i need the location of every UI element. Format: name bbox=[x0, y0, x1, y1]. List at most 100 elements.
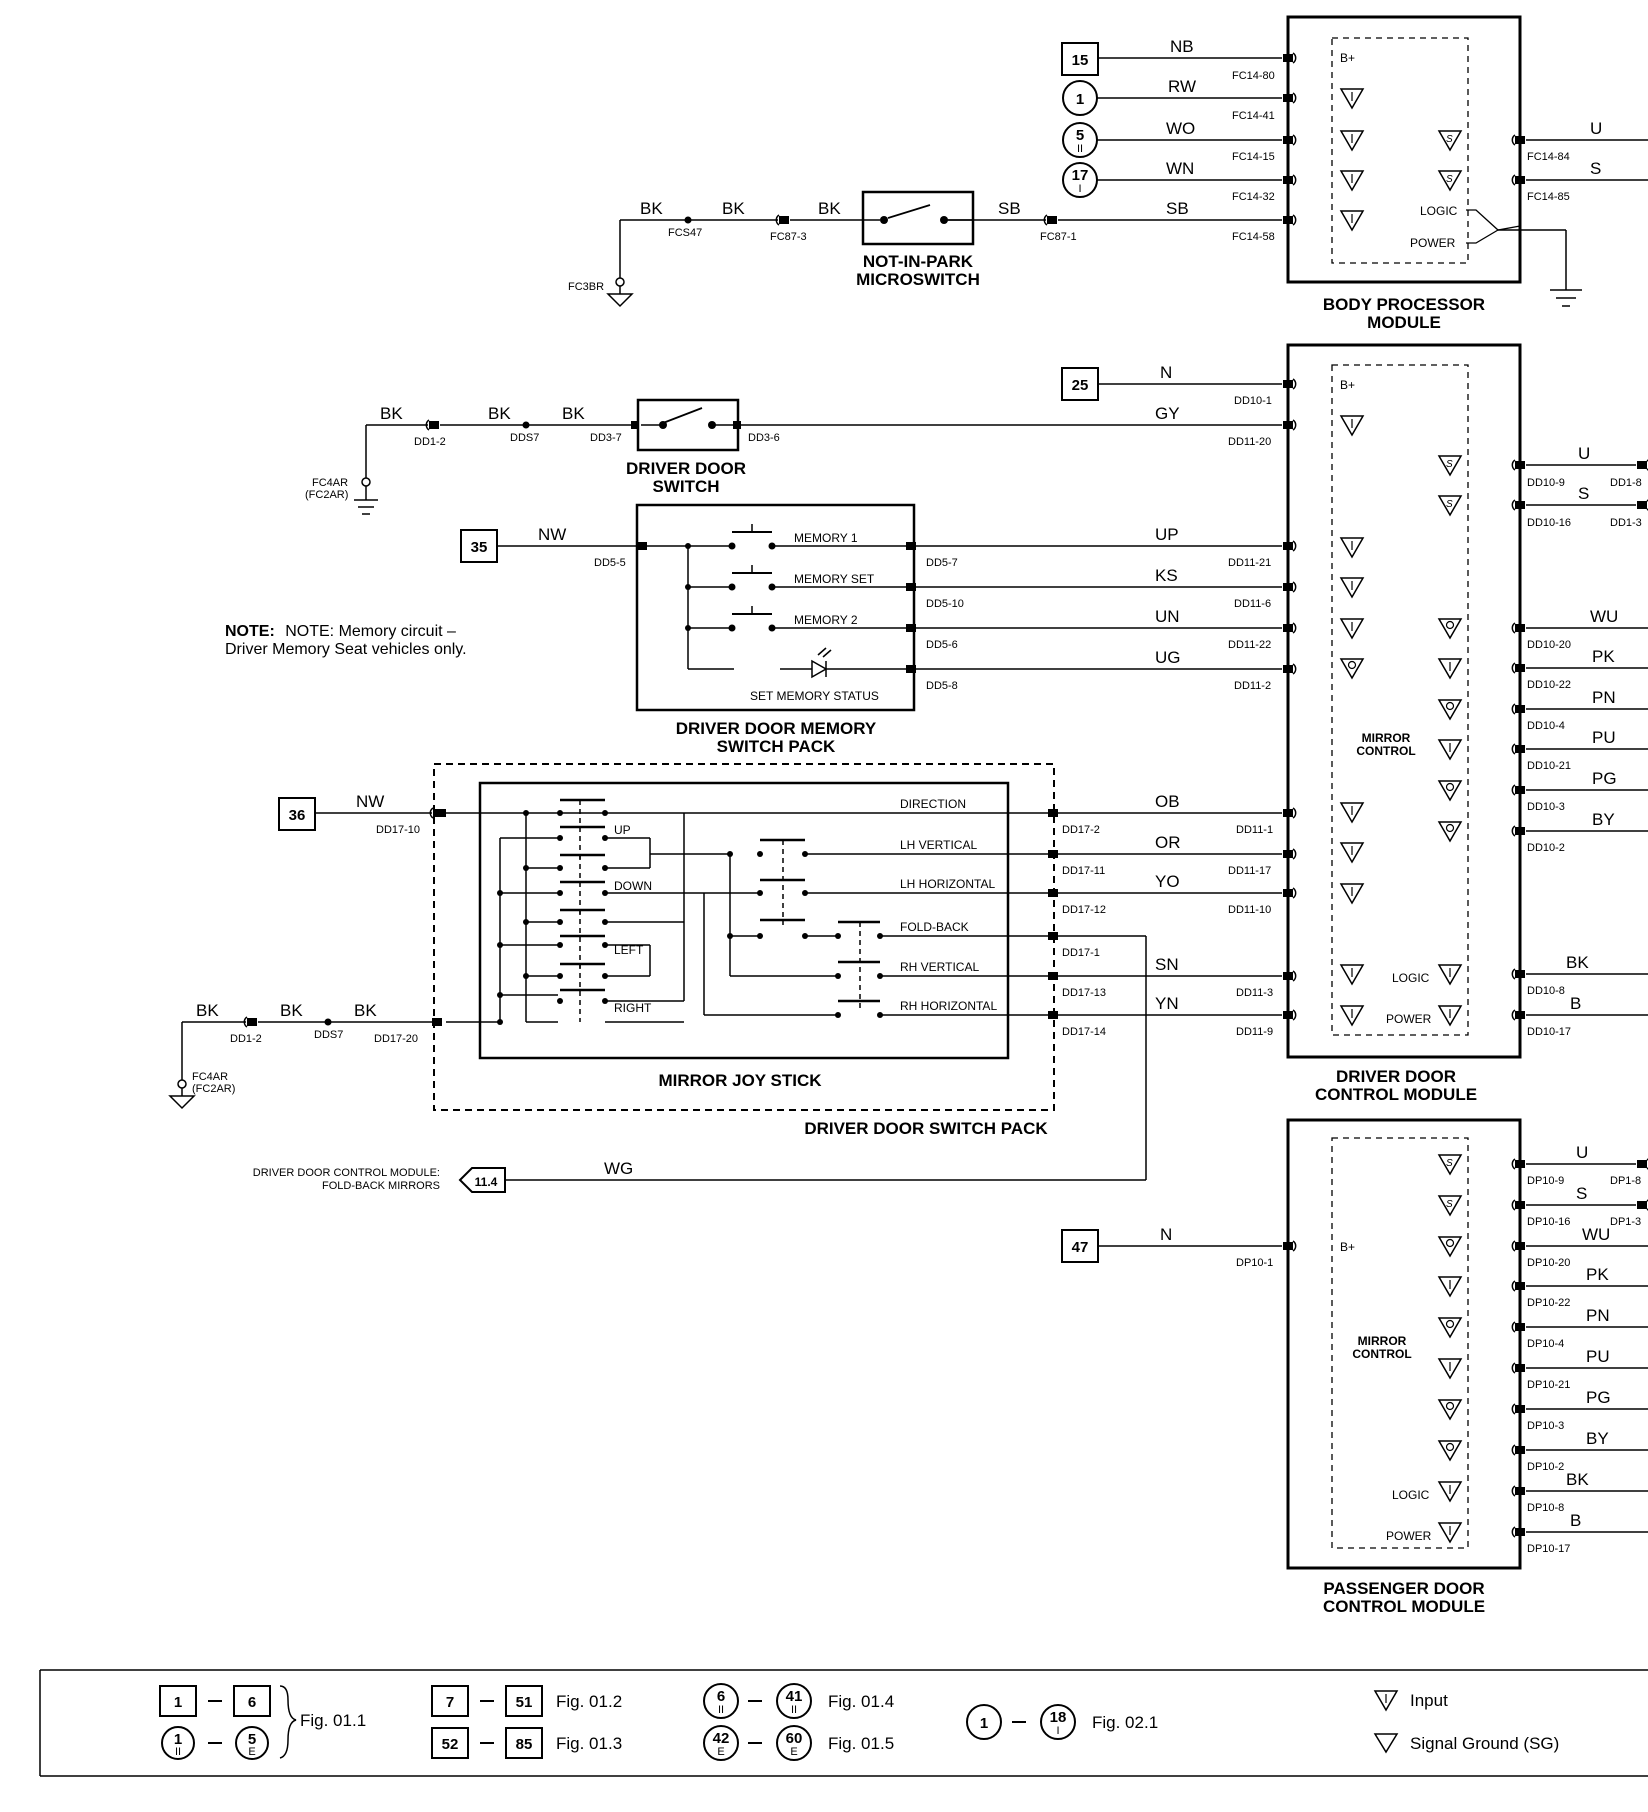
down-label: DOWN bbox=[614, 879, 652, 893]
conn-dd5-5: DD5-5 bbox=[594, 557, 626, 569]
conn-fc3br: FC3BR bbox=[568, 281, 604, 293]
wire-nw-1: NW bbox=[538, 525, 566, 544]
wire-pg-1: PG bbox=[1592, 769, 1617, 788]
legend-input: Input bbox=[1410, 1691, 1448, 1710]
legend-c2-sub: II bbox=[791, 1704, 797, 1716]
conn-fc14-80: FC14-80 bbox=[1232, 70, 1275, 82]
conn-fc2ar-2: (FC2AR) bbox=[192, 1083, 235, 1095]
wire-nw-2: NW bbox=[356, 792, 384, 811]
wire-u-2: U bbox=[1578, 444, 1590, 463]
conn-dd10-1: DD10-1 bbox=[1234, 395, 1272, 407]
pin-logic-3: LOGIC bbox=[1392, 1488, 1430, 1502]
conn-dd10-22: DD10-22 bbox=[1527, 679, 1571, 691]
conn-dd11-6: DD11-6 bbox=[1234, 598, 1271, 610]
conn-dp10-3: DP10-3 bbox=[1527, 1420, 1564, 1432]
conn-dd10-21: DD10-21 bbox=[1527, 760, 1571, 772]
conn-dd11-2: DD11-2 bbox=[1234, 680, 1271, 692]
legend-b1: 7 bbox=[446, 1694, 454, 1711]
wire-ob: OB bbox=[1155, 792, 1180, 811]
legend-signal-ground: Signal Ground (SG) bbox=[1410, 1734, 1559, 1753]
driver-door-switch-title-2: SWITCH bbox=[652, 477, 719, 496]
legend-b3: 52 bbox=[442, 1736, 459, 1753]
legend-fig-01-5: Fig. 01.5 bbox=[828, 1734, 894, 1753]
conn-dds7-b: DDS7 bbox=[314, 1029, 343, 1041]
legend-c2: 41 bbox=[786, 1688, 803, 1705]
conn-fc14-58: FC14-58 bbox=[1232, 231, 1275, 243]
conn-dp10-17: DP10-17 bbox=[1527, 1543, 1570, 1555]
ref-47: 47 bbox=[1072, 1239, 1089, 1256]
wire-by-1: BY bbox=[1592, 810, 1615, 829]
wire-gy: GY bbox=[1155, 404, 1180, 423]
wire-pk-1: PK bbox=[1592, 647, 1615, 666]
ref-5-circle: 5 bbox=[1076, 127, 1084, 144]
conn-dd11-10: DD11-10 bbox=[1228, 904, 1271, 916]
conn-dd10-20: DD10-20 bbox=[1527, 639, 1571, 651]
wire-bk-3: BK bbox=[818, 199, 841, 218]
legend-d2: 18 bbox=[1050, 1709, 1067, 1726]
wire-pk-2: PK bbox=[1586, 1265, 1609, 1284]
note-text-2: Driver Memory Seat vehicles only. bbox=[225, 641, 467, 658]
pin-logic-2: LOGIC bbox=[1392, 971, 1430, 985]
conn-dd11-3: DD11-3 bbox=[1236, 987, 1273, 999]
conn-dp10-4: DP10-4 bbox=[1527, 1338, 1564, 1350]
mirror-control-label-3: MIRROR bbox=[1358, 1334, 1407, 1348]
legend-c4: 60 bbox=[786, 1730, 803, 1747]
wire-yo: YO bbox=[1155, 872, 1180, 891]
conn-fc14-84: FC14-84 bbox=[1527, 151, 1570, 163]
ref-5-sub: II bbox=[1077, 143, 1083, 155]
driver-door-memory-switch-pack bbox=[635, 503, 916, 712]
body-processor-title-2: MODULE bbox=[1367, 313, 1441, 332]
conn-fc14-32: FC14-32 bbox=[1232, 191, 1275, 203]
fold-back-ref-label: DRIVER DOOR CONTROL MODULE: bbox=[253, 1167, 440, 1179]
legend-d1: 1 bbox=[980, 1715, 988, 1732]
legend-a3: 1 bbox=[174, 1731, 182, 1748]
driver-door-module-title: DRIVER DOOR bbox=[1336, 1067, 1456, 1086]
wire-bk-2: BK bbox=[722, 199, 745, 218]
conn-dd10-2: DD10-2 bbox=[1527, 842, 1565, 854]
conn-dd17-11: DD17-11 bbox=[1062, 865, 1105, 877]
wire-pu-2: PU bbox=[1586, 1347, 1610, 1366]
legend-c3: 42 bbox=[713, 1730, 730, 1747]
wire-wn: WN bbox=[1166, 159, 1194, 178]
conn-fcs47: FCS47 bbox=[668, 227, 702, 239]
legend-a2: 6 bbox=[248, 1694, 256, 1711]
conn-dp10-16: DP10-16 bbox=[1527, 1216, 1570, 1228]
mirror-control-label-2: CONTROL bbox=[1356, 744, 1415, 758]
conn-dd3-7: DD3-7 bbox=[590, 432, 622, 444]
wire-bk-9: BK bbox=[354, 1001, 377, 1020]
wire-bk-1: BK bbox=[640, 199, 663, 218]
conn-dd17-12: DD17-12 bbox=[1062, 904, 1106, 916]
conn-dd1-2-b: DD1-2 bbox=[230, 1033, 262, 1045]
conn-dd17-14: DD17-14 bbox=[1062, 1026, 1106, 1038]
mirror-joy-stick-title: MIRROR JOY STICK bbox=[658, 1071, 822, 1090]
conn-dp1-3: DP1-3 bbox=[1610, 1216, 1641, 1228]
conn-dp10-8: DP10-8 bbox=[1527, 1502, 1564, 1514]
conn-dd11-20: DD11-20 bbox=[1228, 436, 1271, 448]
conn-dd10-8: DD10-8 bbox=[1527, 985, 1565, 997]
memory-1-label: MEMORY 1 bbox=[794, 531, 858, 545]
mirror-joy-stick bbox=[478, 781, 1010, 1060]
ref-17-circle: 17 bbox=[1072, 167, 1089, 184]
lh-vertical-label: LH VERTICAL bbox=[900, 838, 977, 852]
conn-dp10-9: DP10-9 bbox=[1527, 1175, 1564, 1187]
ref-25: 25 bbox=[1072, 377, 1089, 394]
wire-wu-2: WU bbox=[1582, 1225, 1610, 1244]
wire-bk-11: BK bbox=[1566, 1470, 1589, 1489]
conn-dp10-20: DP10-20 bbox=[1527, 1257, 1570, 1269]
up-label: UP bbox=[614, 823, 631, 837]
conn-fc4ar-1: FC4AR bbox=[312, 477, 348, 489]
memory-set-label: MEMORY SET bbox=[794, 572, 875, 586]
conn-fc14-41: FC14-41 bbox=[1232, 110, 1275, 122]
conn-dd17-1: DD17-1 bbox=[1062, 947, 1100, 959]
pin-b-plus-2: B+ bbox=[1340, 378, 1355, 392]
conn-dd17-20: DD17-20 bbox=[374, 1033, 418, 1045]
ref-15: 15 bbox=[1072, 52, 1089, 69]
not-in-park-title: NOT-IN-PARK bbox=[863, 252, 974, 271]
conn-dp10-22: DP10-22 bbox=[1527, 1297, 1570, 1309]
wire-yn: YN bbox=[1155, 994, 1179, 1013]
conn-dd1-8: DD1-8 bbox=[1610, 477, 1642, 489]
conn-dd17-10: DD17-10 bbox=[376, 824, 420, 836]
passenger-door-control-module bbox=[1286, 1118, 1522, 1570]
wire-pu-1: PU bbox=[1592, 728, 1616, 747]
wire-n-1: N bbox=[1160, 363, 1172, 382]
